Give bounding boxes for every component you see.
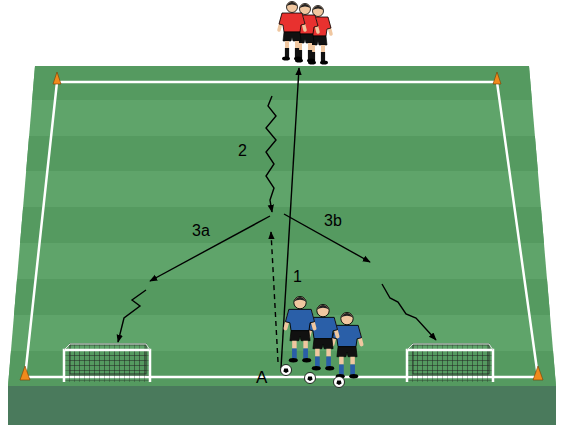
step-number: 1 — [293, 268, 302, 286]
red-players — [279, 2, 331, 65]
movement-arrows — [118, 68, 436, 368]
goal — [64, 344, 150, 382]
blue-players — [285, 296, 361, 378]
step-number: 3a — [192, 222, 210, 240]
cone-markers — [20, 72, 543, 380]
field-stripes — [0, 66, 564, 386]
field-edge — [8, 386, 556, 425]
step-number: 3a — [192, 222, 210, 239]
step-number: 1 — [293, 268, 302, 285]
goal — [407, 344, 493, 382]
step-number: 2 — [238, 142, 247, 160]
field-boundary — [25, 82, 538, 377]
start-marker: A — [256, 369, 267, 387]
step-number: 2 — [238, 142, 247, 159]
step-number: 3b — [324, 212, 342, 230]
balls — [281, 365, 345, 388]
step-number: 3b — [324, 212, 342, 229]
start-marker: A — [256, 368, 267, 387]
